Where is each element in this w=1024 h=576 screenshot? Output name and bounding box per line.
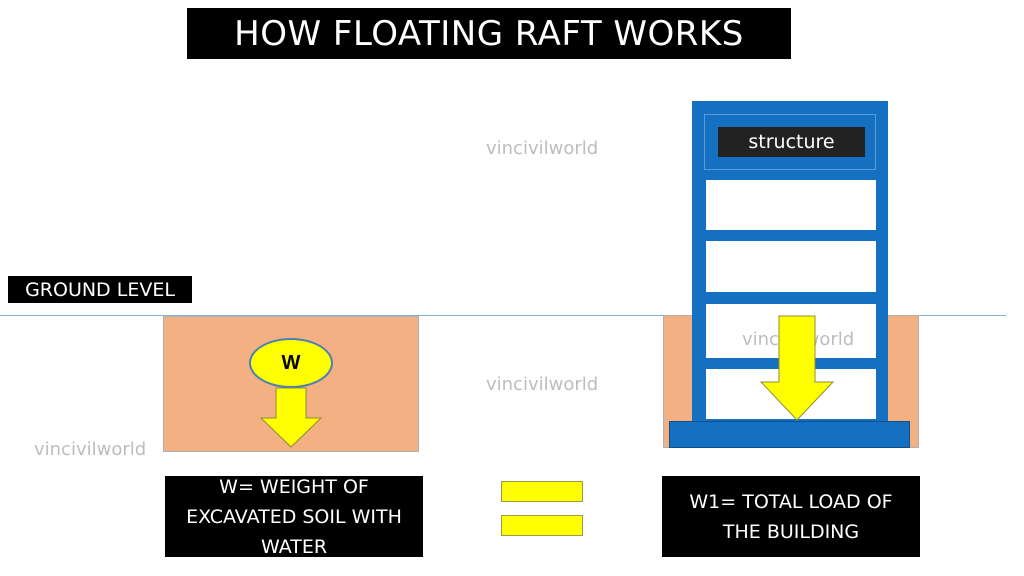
watermark: vincivilworld bbox=[34, 439, 147, 460]
building-floor bbox=[706, 241, 876, 292]
down-arrow-icon bbox=[259, 387, 323, 448]
building-floor bbox=[706, 180, 876, 230]
ground-level-line bbox=[0, 315, 1006, 316]
soil-weight-symbol: W bbox=[249, 338, 333, 388]
watermark: vincivilworld bbox=[486, 138, 599, 159]
raft-foundation bbox=[669, 421, 910, 448]
building-load-caption: W1= TOTAL LOAD OF THE BUILDING bbox=[662, 476, 920, 557]
structure-label: structure bbox=[718, 127, 865, 157]
watermark: vincivilworld bbox=[486, 374, 599, 395]
ground-level-label: GROUND LEVEL bbox=[8, 276, 192, 303]
down-arrow-icon bbox=[759, 315, 835, 421]
soil-weight-caption: W= WEIGHT OF EXCAVATED SOIL WITH WATER bbox=[165, 476, 423, 558]
equals-bar-bottom bbox=[501, 515, 583, 536]
equals-bar-top bbox=[501, 481, 583, 502]
diagram-title: HOW FLOATING RAFT WORKS bbox=[187, 8, 791, 59]
